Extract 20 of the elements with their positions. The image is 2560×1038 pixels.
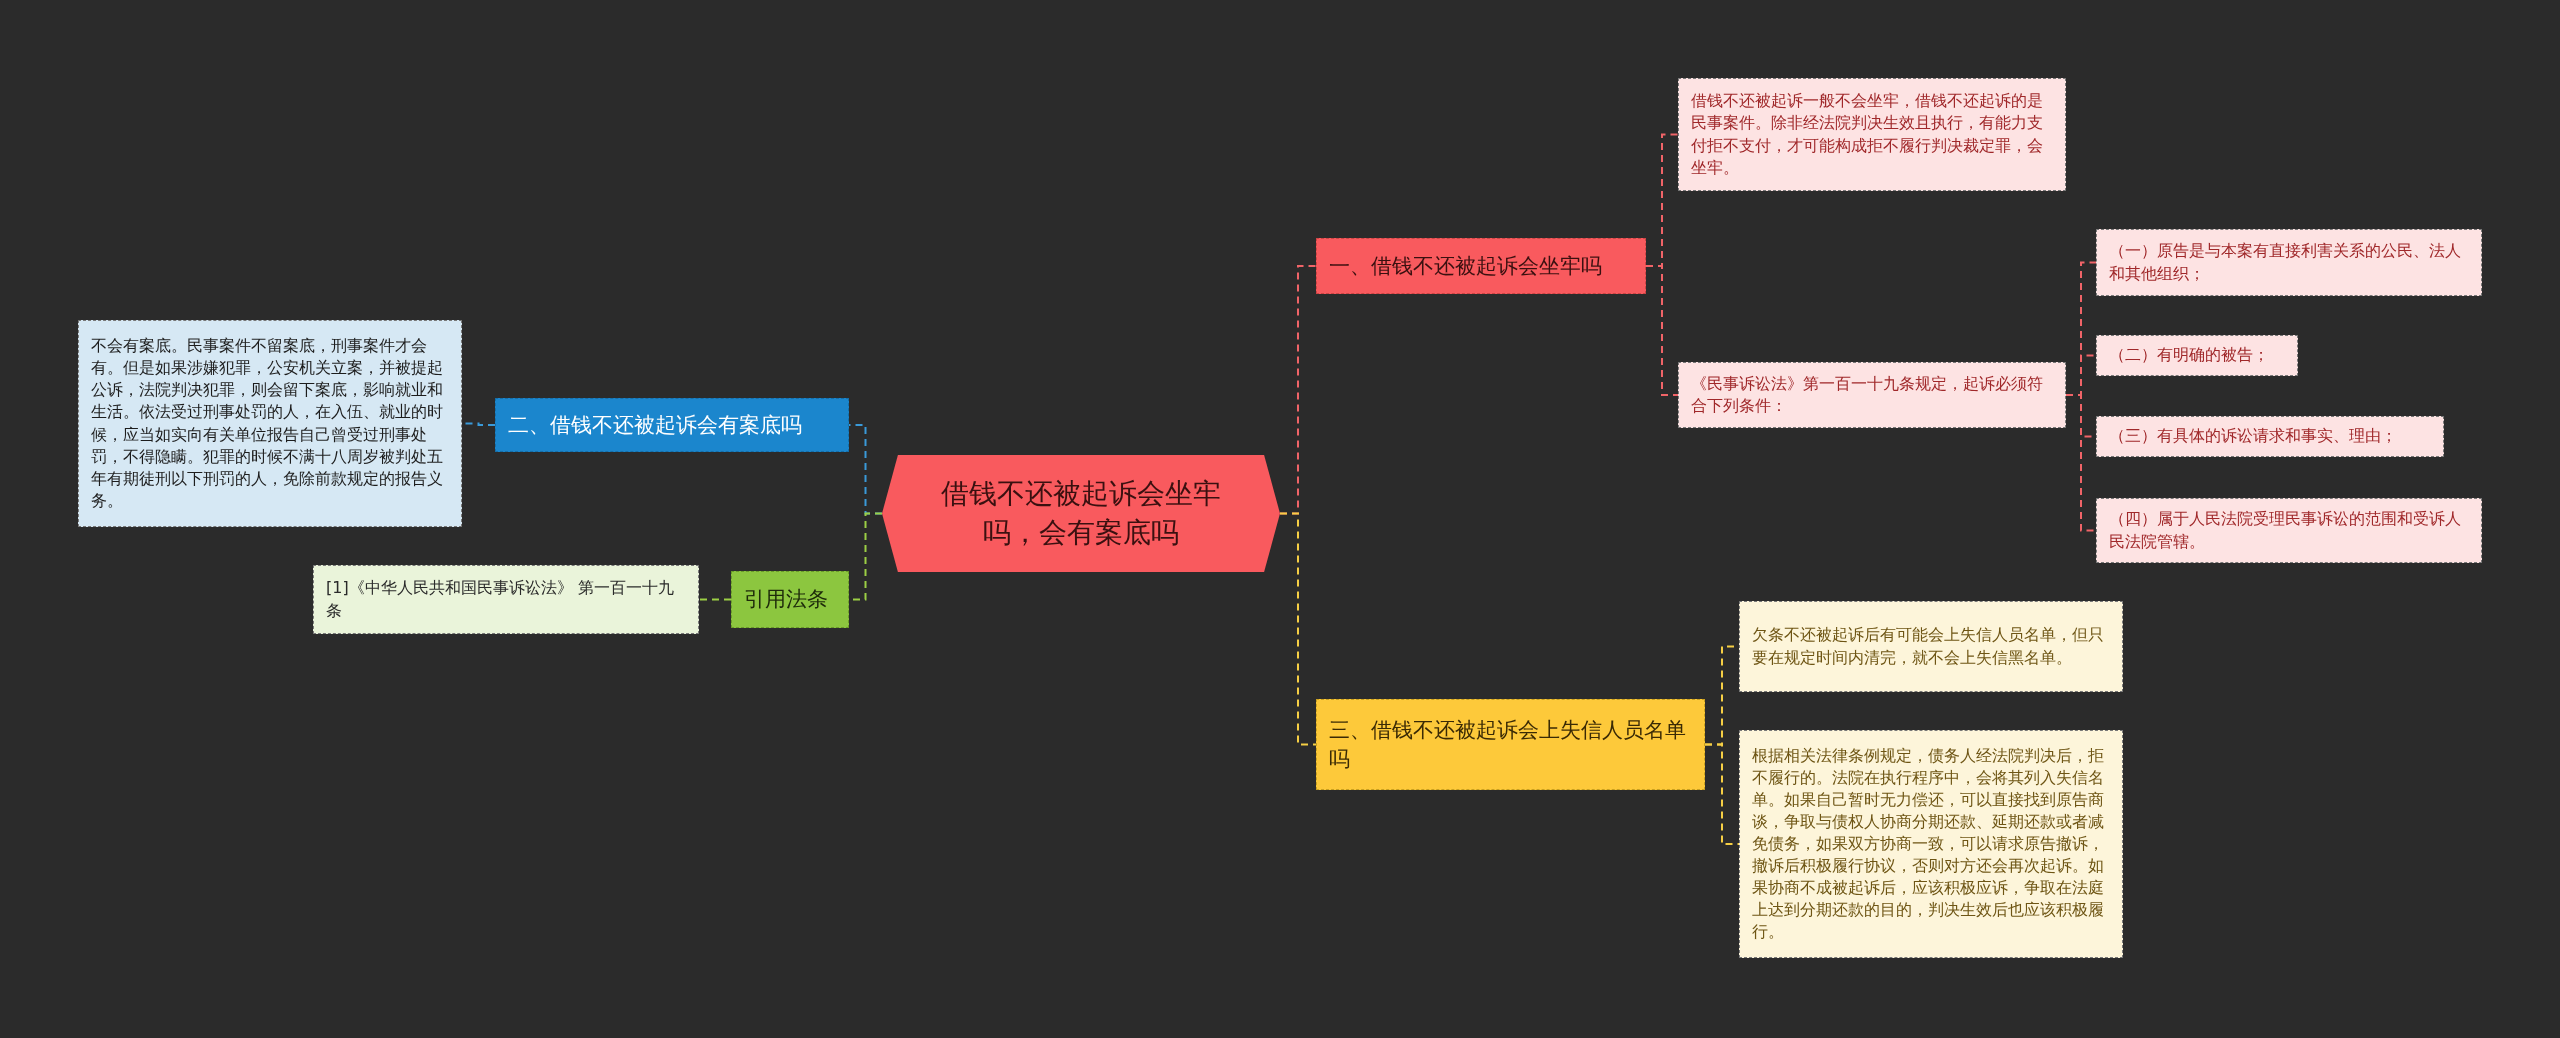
note-box: 借钱不还被起诉一般不会坐牢，借钱不还起诉的是民事案件。除非经法院判决生效且执行，有能力支付拒不支付，才可能构成拒不履行判决裁定罪，会坐牢。 [1678,78,2066,191]
connector-line [2065,394,2097,532]
branch-topic: 引用法条 [731,571,849,628]
branch-topic: 一、借钱不还被起诉会坐牢吗 [1316,238,1646,294]
note-box: （三）有具体的诉讼请求和事实、理由； [2096,416,2444,457]
note-box: 根据相关法律条例规定，债务人经法院判决后，拒不履行的。法院在执行程序中，会将其列入失信名单。如果自己暂时无力偿还，可以直接找到原告商谈，争取与债权人协商分期还款、延期还款或者减免债务，如果双方协商一致，可以请求原告撤诉，撤诉后积极履行协议，否则对方还会再次起诉。如果协商不成被起诉后，应该积极应诉，争取在法庭上达到分期还款的目的，判决生效后也应该积极履行。 [1739,730,2123,958]
connector-line [1279,512,1317,746]
branch-topic: 二、借钱不还被起诉会有案底吗 [495,398,849,452]
note-box: 欠条不还被起诉后有可能会上失信人员名单，但只要在规定时间内清完，就不会上失信黑名单。 [1739,601,2123,692]
note-box: （一）原告是与本案有直接利害关系的公民、法人和其他组织； [2096,229,2482,296]
connector-line [698,598,732,601]
note-box: （四）属于人民法院受理民事诉讼的范围和受诉人民法院管辖。 [2096,498,2482,563]
note-box: [1]《中华人民共和国民事诉讼法》 第一百一十九条 [313,565,699,634]
connector-line [1704,743,1740,845]
note-box: 不会有案底。民事案件不留案底，刑事案件才会有。但是如果涉嫌犯罪，公安机关立案，并被提起公诉，法院判决犯罪，则会留下案底，影响就业和生活。依法受过刑事处罚的人，在入伍、就业的时候，应当如实向有关单位报告自己曾受过刑事处罚，不得隐瞒。犯罪的时候不满十八周岁被判处五年有期徒刑以下刑罚的人，免除前款规定的报告义务。 [78,320,462,527]
connector-line [1645,265,1679,396]
central-topic: 借钱不还被起诉会坐牢吗，会有案底吗 [882,455,1280,572]
branch-topic: 三、借钱不还被起诉会上失信人员名单吗 [1316,699,1705,790]
note-box: （二）有明确的被告； [2096,335,2298,376]
note-box: 《民事诉讼法》第一百一十九条规定，起诉必须符合下列条件： [1678,362,2066,428]
